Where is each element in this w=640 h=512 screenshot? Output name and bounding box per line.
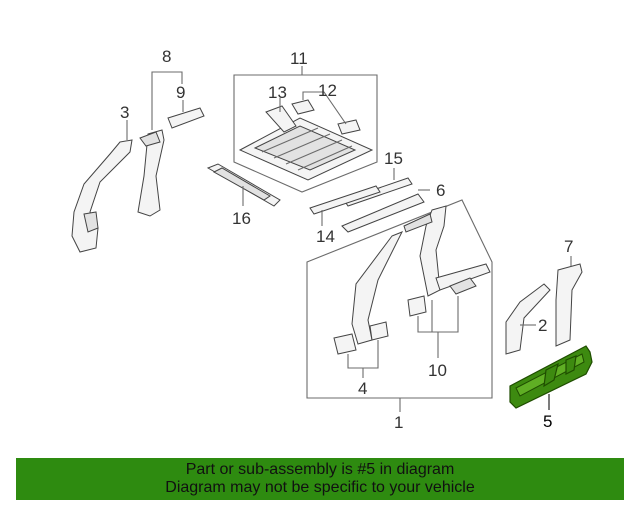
callout-11: 11 — [290, 49, 308, 68]
crossmember-part-16[interactable] — [206, 163, 281, 207]
vehicle-fitment-banner: Part or sub-assembly is #5 in diagram Di… — [16, 458, 624, 500]
bracket-part-13[interactable] — [265, 105, 297, 133]
callout-5: 5 — [543, 412, 552, 431]
bracket-part-12a[interactable] — [291, 99, 315, 115]
callout-10: 10 — [428, 361, 447, 380]
callout-7: 7 — [564, 237, 573, 256]
rear-reinforcement[interactable] — [435, 263, 491, 291]
floor-group-11 — [233, 66, 378, 193]
callout-4: 4 — [358, 379, 367, 398]
center-pillar-part-8[interactable] — [137, 71, 183, 217]
pillar-reinforcement-part-9[interactable] — [167, 100, 205, 129]
callout-13: 13 — [268, 83, 287, 102]
roof-rail-piece[interactable] — [403, 213, 433, 233]
bracket-part-4a[interactable] — [333, 333, 357, 355]
bracket-part-10[interactable] — [407, 295, 427, 317]
callout-9: 9 — [176, 83, 185, 102]
callout-16: 16 — [232, 209, 251, 228]
callout-1: 1 — [394, 413, 403, 432]
callout-14: 14 — [316, 227, 335, 246]
banner-line-disclaimer: Diagram may not be specific to your vehi… — [165, 479, 475, 496]
quarter-panel-part-7[interactable] — [555, 256, 583, 347]
inner-panel-part-2[interactable] — [505, 283, 551, 355]
bracket-part-4b[interactable] — [369, 321, 389, 341]
callout-3: 3 — [120, 103, 129, 122]
bracket-part-12b[interactable] — [337, 119, 361, 135]
callout-12: 12 — [318, 81, 337, 100]
callout-15: 15 — [384, 149, 403, 168]
banner-line-part-info: Part or sub-assembly is #5 in diagram — [185, 461, 455, 478]
front-pillar-part-3[interactable] — [71, 120, 133, 253]
sill-part-5-highlighted[interactable] — [509, 345, 593, 410]
floor-pan-inner — [253, 125, 357, 171]
floor-pan-ribs — [261, 127, 353, 171]
callout-6: 6 — [436, 181, 445, 200]
rail-part-14[interactable] — [309, 185, 381, 226]
callout-8: 8 — [162, 47, 171, 66]
rocker-part-6[interactable] — [341, 189, 430, 233]
rear-reinforcement-inner — [449, 277, 477, 295]
floor-group-frame — [233, 74, 378, 193]
leader-12 — [302, 91, 347, 125]
parts-diagram: 8 9 3 11 12 13 15 6 16 14 7 2 10 4 1 5 — [71, 47, 593, 432]
body-side-group-1 — [306, 199, 493, 412]
callout-2: 2 — [538, 316, 547, 335]
